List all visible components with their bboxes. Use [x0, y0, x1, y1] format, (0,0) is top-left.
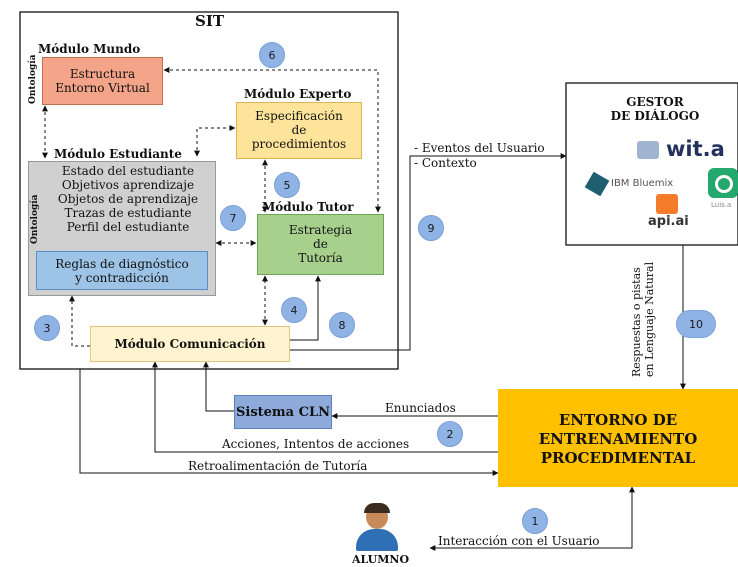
- reglas-line: y contradicción: [75, 271, 169, 285]
- wit-robot-icon: [637, 141, 659, 159]
- label-eventos: - Eventos del Usuario: [414, 141, 545, 155]
- label-respuestas-line: Respuestas o pistas: [630, 267, 643, 377]
- label-contexto: - Contexto: [414, 156, 477, 170]
- gestor-title-line: GESTOR: [626, 95, 684, 109]
- entorno-box: ENTORNO DE ENTRENAMIENTO PROCEDIMENTAL: [498, 389, 738, 487]
- step-badge-10: 10: [676, 310, 716, 338]
- experto-line: Especificación: [255, 109, 343, 123]
- mundo-line: Estructura: [69, 67, 136, 81]
- cln-box: Sistema CLN: [234, 395, 332, 429]
- apiai-logo-text: api.ai: [648, 214, 689, 229]
- entorno-line: ENTORNO DE: [558, 411, 678, 429]
- experto-box: Especificación de procedimientos: [236, 102, 362, 159]
- estudiante-header: Módulo Estudiante: [54, 147, 182, 161]
- step-badge-9: 9: [418, 215, 444, 241]
- estudiante-line: Trazas de estudiante: [64, 206, 192, 220]
- experto-line: procedimientos: [251, 137, 347, 151]
- reglas-box: Reglas de diagnóstico y contradicción: [36, 251, 208, 290]
- apiai-logo-icon: [656, 194, 678, 214]
- tutor-line: Tutoría: [298, 251, 343, 265]
- experto-header: Módulo Experto: [244, 87, 352, 101]
- estudiante-line: Estado del estudiante: [61, 164, 195, 178]
- luis-logo-icon: [708, 168, 738, 198]
- mundo-header: Módulo Mundo: [38, 42, 141, 56]
- estudiante-attributes: Estado del estudiante Objetivos aprendiz…: [44, 164, 212, 244]
- mundo-line: Entorno Virtual: [55, 81, 150, 95]
- estudiante-ontologia-label: Ontología: [30, 194, 40, 244]
- sit-title: SIT: [195, 12, 225, 30]
- gestor-title: GESTOR DE DIÁLOGO: [600, 95, 710, 123]
- entorno-line: ENTRENAMIENTO: [538, 430, 698, 448]
- tutor-header: Módulo Tutor: [262, 200, 354, 214]
- estudiante-line: Objetos de aprendizaje: [57, 192, 199, 206]
- experto-line: de: [291, 123, 307, 137]
- alumno-label: ALUMNO: [352, 553, 410, 566]
- label-enunciados: Enunciados: [385, 401, 456, 415]
- luis-logo-text: Luis.a: [711, 201, 732, 209]
- estudiante-line: Objetivos aprendizaje: [61, 178, 195, 192]
- tutor-line: Estrategia: [288, 223, 353, 237]
- step-badge-3: 3: [34, 315, 60, 341]
- wit-logo-text: wit.a: [666, 137, 725, 161]
- entorno-line: PROCEDIMENTAL: [540, 449, 696, 467]
- label-retro: Retroalimentación de Tutoría: [188, 459, 368, 473]
- step-badge-8: 8: [329, 312, 355, 338]
- gestor-title-line: DE DIÁLOGO: [610, 109, 700, 123]
- label-interaccion: Interacción con el Usuario: [438, 534, 600, 548]
- mundo-box: Estructura Entorno Virtual: [42, 57, 163, 105]
- comunicacion-box: Módulo Comunicación: [90, 326, 290, 362]
- estudiante-line: Perfil del estudiante: [66, 220, 190, 234]
- step-badge-2: 2: [437, 421, 463, 447]
- label-acciones: Acciones, Intentos de acciones: [222, 437, 410, 451]
- label-respuestas-line: en Lenguaje Natural: [643, 261, 656, 377]
- tutor-line: de: [313, 237, 328, 251]
- label-respuestas: Respuestas o pistas en Lenguaje Natural: [630, 252, 656, 377]
- bluemix-logo-text: IBM Bluemix: [611, 178, 674, 189]
- mundo-ontologia-label: Ontología: [28, 54, 38, 104]
- alumno-person-icon: [354, 503, 400, 551]
- step-badge-4: 4: [281, 297, 307, 323]
- step-badge-7: 7: [220, 205, 246, 231]
- reglas-line: Reglas de diagnóstico: [55, 257, 189, 271]
- step-badge-1: 1: [522, 508, 548, 534]
- step-badge-6: 6: [259, 42, 285, 68]
- step-badge-5: 5: [274, 172, 300, 198]
- tutor-box: Estrategia de Tutoría: [257, 214, 384, 275]
